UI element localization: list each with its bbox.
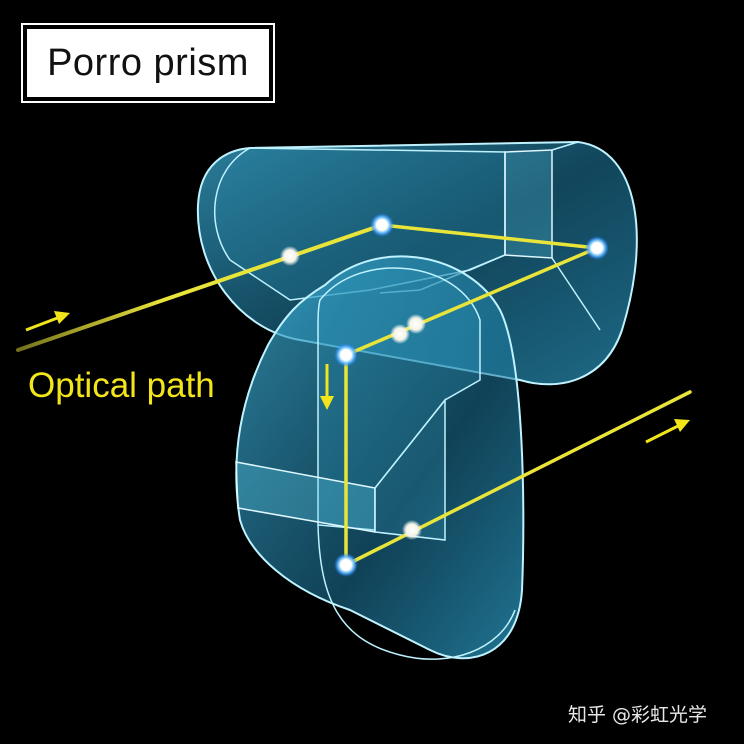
arrow-down-icon (320, 364, 334, 410)
passage-point-1 (280, 246, 300, 266)
optical-path-beam (16, 223, 692, 567)
arrow-in-icon (25, 311, 70, 332)
direction-arrows (25, 311, 690, 444)
reflection-point-3 (334, 343, 358, 367)
source-watermark: 知乎 @彩虹光学 (568, 704, 708, 726)
beam-diagonal-segment (344, 246, 599, 357)
passage-point-2 (390, 324, 410, 344)
reflection-point-1 (370, 213, 394, 237)
beam-incoming (16, 223, 384, 352)
lower-prism-bottom-curve (317, 524, 516, 660)
lower-prism-body (235, 255, 525, 660)
optical-path-label: Optical path (28, 366, 215, 405)
passage-point-3 (406, 314, 426, 334)
beam-points (280, 213, 609, 577)
reflection-point-4 (334, 553, 358, 577)
passage-point-4 (402, 520, 422, 540)
reflection-point-2 (585, 236, 609, 260)
lower-prism-front-face (317, 267, 481, 531)
title-box: Porro prism (21, 23, 275, 103)
beam-outgoing (344, 390, 692, 567)
arrow-out-icon (645, 419, 690, 444)
beam-top-segment (380, 223, 599, 250)
lower-prism (235, 255, 525, 660)
diagram-title: Porro prism (47, 41, 249, 84)
